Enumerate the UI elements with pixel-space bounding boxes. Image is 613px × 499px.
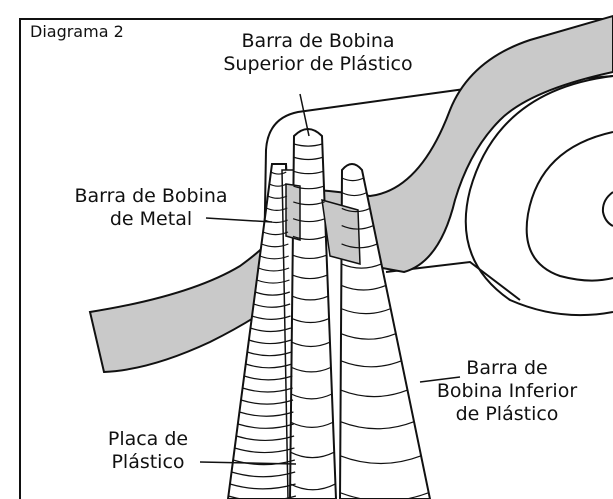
rod-ridge (292, 218, 326, 223)
rod-ridge (291, 341, 331, 348)
rod-ridge (291, 317, 330, 324)
rod-ridge (339, 492, 429, 499)
rod-ridge (289, 483, 336, 491)
rod-ridge (340, 333, 397, 340)
rod-ridge (237, 423, 294, 429)
rod-ridge (267, 195, 288, 199)
rod-ridge (292, 254, 327, 260)
spool-outer (464, 75, 613, 317)
rod-ridge (341, 177, 364, 182)
rod-ridge (251, 315, 291, 320)
top-plastic-rod (288, 128, 338, 499)
machine-housing (265, 75, 613, 151)
rod-ridge (270, 171, 287, 175)
rod-ridge (262, 231, 289, 236)
rod-ridge (293, 170, 324, 175)
rod-ridge (229, 483, 296, 490)
rod-ridges (228, 143, 429, 499)
leader-plate (199, 461, 297, 465)
rod-ridge (293, 185, 325, 190)
rod-ridge (340, 308, 391, 315)
callout-lower-plastic-rod: Barra de Bobina Inferior de Plástico (412, 357, 602, 426)
callout-line: Barra de Bobina (241, 30, 395, 52)
leader-lower (419, 376, 461, 383)
leader-metal (205, 217, 273, 223)
rod-ridge (228, 495, 297, 499)
rod-ridge (253, 303, 291, 308)
callout-plastic-plate: Placa de Plástico (82, 428, 214, 474)
rod-ridge (261, 243, 289, 248)
rod-ridge (245, 363, 293, 369)
rod-ridge (240, 399, 294, 405)
rod-ridge (340, 360, 402, 368)
rod-ridge (340, 389, 408, 398)
rod-ridge (256, 279, 290, 284)
rod-ridge (292, 235, 327, 241)
rod-ridge (290, 421, 334, 428)
spool-hub (601, 191, 613, 227)
rod-ridge (341, 224, 374, 230)
callout-line: Plástico (111, 451, 185, 473)
rod-ridge (340, 421, 415, 430)
rod-ridge (232, 459, 296, 466)
spool-inner (525, 131, 613, 282)
callout-line: de Metal (109, 208, 193, 230)
rod-ridge (290, 393, 333, 400)
rod-ridge (291, 366, 332, 373)
callout-metal-rod: Barra de Bobina de Metal (38, 185, 264, 231)
rod-ridge (290, 451, 335, 459)
rod-ridge (254, 291, 291, 296)
rod-ridge (264, 219, 288, 224)
rod-ridge (234, 447, 295, 454)
rod-ridge (259, 255, 289, 260)
rod-ridge (293, 143, 323, 147)
callout-line: Barra de Bobina (74, 185, 228, 207)
rod-ridge (269, 183, 287, 187)
rod-ridge (242, 387, 293, 393)
rod-ridge (243, 375, 293, 381)
rod-ridge (236, 435, 295, 442)
rod-ridge (341, 284, 387, 291)
ribbon-through-rods (285, 183, 361, 265)
rod-ridge (340, 455, 422, 465)
rod-ridge (341, 192, 367, 197)
rod-ridge (341, 243, 378, 249)
rod-ridge (248, 339, 292, 345)
rod-ridge (293, 201, 325, 206)
rod-ridge (341, 263, 382, 269)
callout-line: Superior de Plástico (223, 53, 413, 75)
rod-ridge (247, 351, 292, 357)
callout-top-plastic-rod: Barra de Bobina Superior de Plástico (196, 30, 440, 76)
callout-line: Barra de (466, 357, 548, 379)
rod-ridge (265, 207, 288, 211)
callout-line: Bobina Inferior (436, 380, 578, 402)
leader-top (299, 93, 310, 137)
rod-ridge (293, 156, 323, 161)
rod-ridge (341, 207, 371, 213)
rod-ridge (239, 411, 294, 417)
rod-ridge (231, 471, 296, 478)
rod-ridge (292, 274, 328, 280)
diagram-label: Diagrama 2 (30, 22, 124, 41)
callout-line: Placa de (107, 428, 189, 450)
callout-line: de Plástico (455, 403, 559, 425)
rod-ridge (258, 267, 290, 272)
rod-ridge (292, 295, 329, 301)
rod-ridge (250, 327, 292, 333)
